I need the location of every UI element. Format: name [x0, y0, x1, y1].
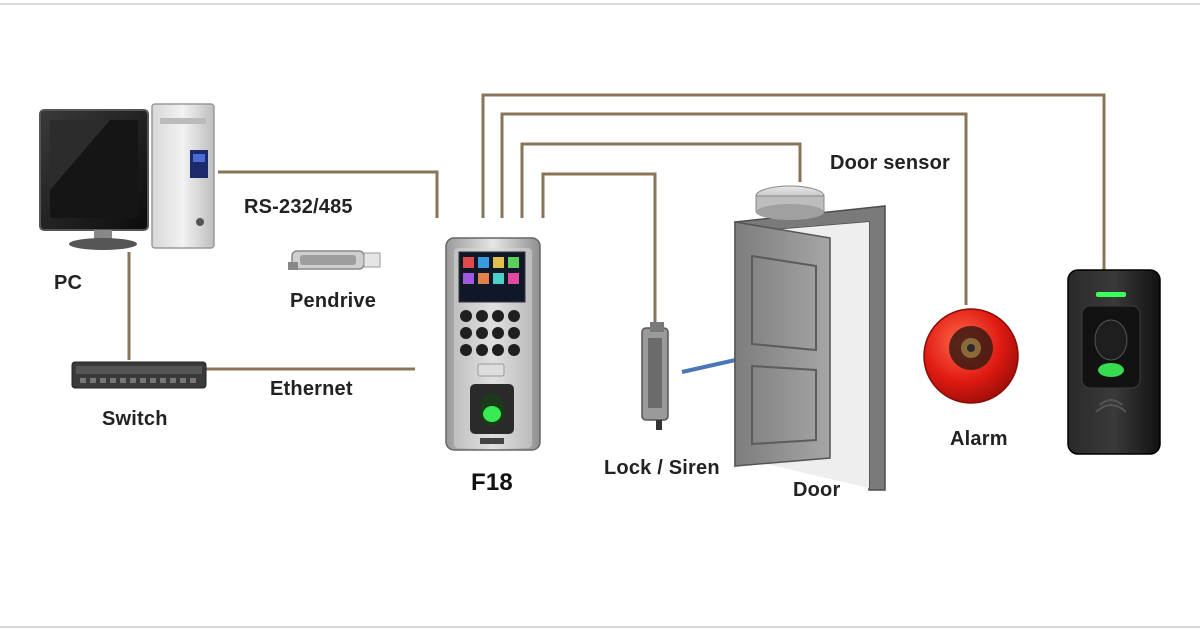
lock-icon [641, 322, 669, 430]
pendrive-label: Pendrive [290, 290, 377, 312]
wire-door-sensor [520, 142, 802, 218]
alarm-label: Alarm [950, 428, 1008, 450]
pc-icon [39, 103, 215, 250]
alarm-bell-icon [923, 308, 1019, 404]
switch-label: Switch [102, 408, 168, 430]
f18-device-icon [445, 237, 541, 451]
door-sensor-icon [755, 185, 825, 220]
rs232-label: RS-232/485 [244, 196, 353, 218]
top-border [0, 3, 1200, 5]
wire-alarm [500, 112, 968, 305]
switch-icon [71, 361, 207, 389]
wire-rs232 [218, 170, 439, 218]
door-icon [734, 205, 886, 491]
door-label: Door [793, 479, 841, 501]
pendrive-icon [288, 250, 381, 270]
bottom-border [0, 626, 1200, 628]
lock-siren-label: Lock / Siren [604, 457, 720, 479]
ethernet-label: Ethernet [270, 378, 353, 400]
wire-lock [541, 172, 657, 322]
wires [127, 93, 1106, 371]
f18-label: F18 [471, 469, 513, 496]
door-sensor-label: Door sensor [830, 152, 951, 174]
wire-reader [481, 93, 1106, 270]
pc-label: PC [54, 272, 83, 294]
fingerprint-reader-icon [1067, 269, 1161, 455]
